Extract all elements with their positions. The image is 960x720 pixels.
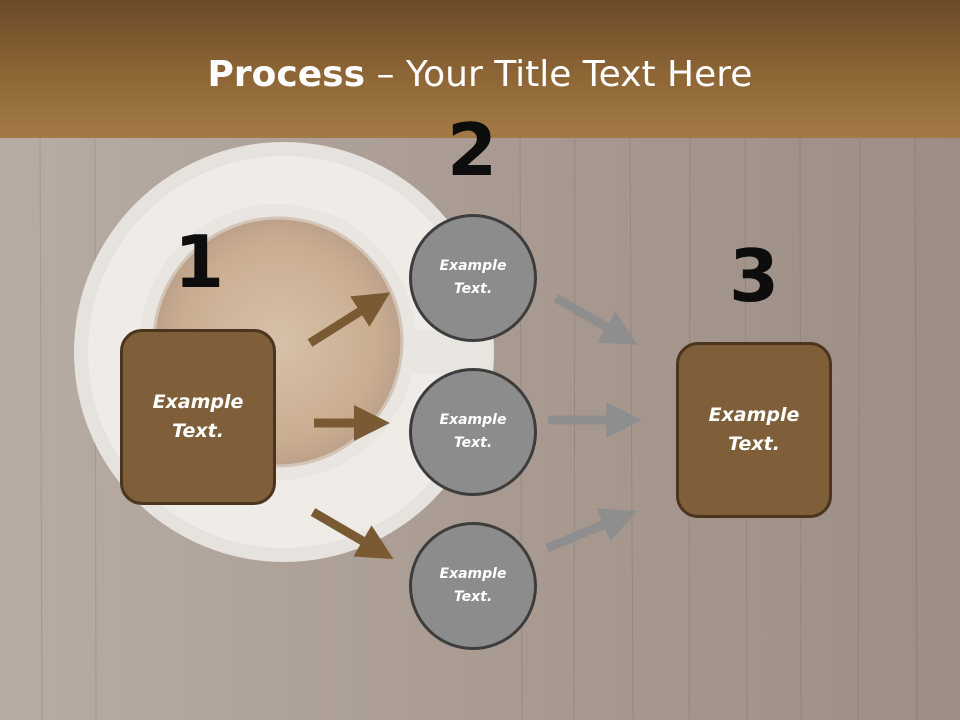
- step-1-box[interactable]: Example Text.: [120, 329, 276, 505]
- step-2-circle-2[interactable]: Example Text.: [409, 368, 537, 496]
- step-1-text: Example Text.: [152, 391, 244, 442]
- circle-1-text: Example Text.: [439, 258, 507, 297]
- step-2-circle-1[interactable]: Example Text.: [409, 214, 537, 342]
- slide-title: Process – Your Title Text Here: [0, 52, 960, 98]
- step-3-number: 3: [728, 234, 780, 318]
- title-bold: Process: [207, 54, 366, 95]
- gray-arrow-icon: [553, 294, 638, 345]
- circle-2-text: Example Text.: [439, 412, 507, 451]
- circle-3-text: Example Text.: [439, 566, 507, 605]
- step-2-number: 2: [446, 108, 498, 192]
- step-2-circle-3[interactable]: Example Text.: [409, 522, 537, 650]
- gray-arrow-icon: [545, 508, 637, 553]
- step-3-box[interactable]: Example Text.: [676, 342, 832, 518]
- step-3-text: Example Text.: [708, 404, 800, 455]
- step-1-number: 1: [173, 220, 225, 304]
- brown-arrow-icon: [310, 508, 394, 560]
- brown-arrow-icon: [307, 292, 391, 347]
- title-rest: – Your Title Text Here: [365, 54, 753, 95]
